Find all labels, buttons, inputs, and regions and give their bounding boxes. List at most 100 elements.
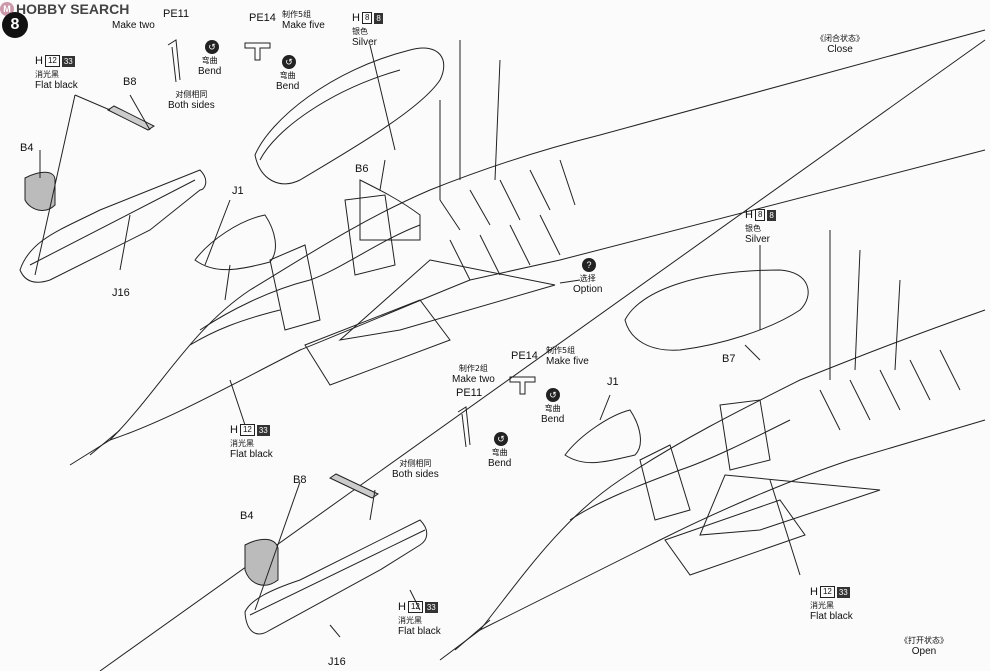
option-en: Option	[573, 284, 603, 295]
paint-name-zh: 消光黑	[810, 601, 834, 610]
left-bend-2-zh: 弯曲	[279, 71, 296, 80]
center-bend-icon-1: ↺	[494, 432, 508, 446]
center-make-two-label: 制作2组 Make two	[452, 364, 495, 385]
paint-code: 8	[754, 209, 766, 221]
left-j16-label: J16	[112, 287, 130, 299]
center-b4-label: B4	[240, 510, 254, 522]
center-bend-label-2: 弯曲 Bend	[541, 404, 564, 425]
center-make-two-en: Make two	[452, 374, 495, 385]
left-b8-label: B8	[123, 76, 137, 88]
center-bend-icon-2: ↺	[546, 388, 560, 402]
close-state-label: 《闭合状态》 Close	[816, 34, 864, 55]
center-paint-h12: H 12 33	[398, 601, 438, 613]
center-make-five-en: Make five	[546, 356, 589, 367]
center-both-sides-label: 对侧相同 Both sides	[392, 459, 439, 480]
watermark-text: HOBBY SEARCH	[16, 1, 130, 17]
left-paint-h8-name: 银色 Silver	[352, 26, 377, 48]
left-paint-h12-top-name: 消光黑 Flat black	[35, 69, 78, 91]
paint-h: H	[810, 586, 818, 598]
paint-name-zh: 银色	[352, 27, 368, 36]
center-bend-2-en: Bend	[541, 414, 565, 425]
right-fuselage-drawing	[439, 230, 986, 661]
left-paint-h12-mid-name: 消光黑 Flat black	[230, 438, 273, 460]
center-paint-h12-name: 消光黑 Flat black	[398, 615, 441, 637]
left-bend-2-en: Bend	[276, 81, 300, 92]
paint-code: 12	[819, 586, 835, 598]
center-pe11-label: PE11	[456, 387, 483, 399]
left-make-five-en: Make five	[282, 20, 325, 31]
option-zh: 选择	[579, 274, 596, 283]
center-both-sides-en: Both sides	[392, 469, 439, 480]
left-windshield	[194, 214, 276, 271]
left-bend-label-1: 弯曲 Bend	[198, 56, 221, 77]
section-divider-line	[99, 39, 986, 671]
left-part-b8	[107, 105, 155, 131]
paint-h: H	[745, 209, 753, 221]
center-bend-2-zh: 弯曲	[544, 404, 561, 413]
right-paint-h8-name: 银色 Silver	[745, 223, 770, 245]
paint-name-en: Flat black	[35, 80, 78, 91]
right-canopy	[624, 269, 809, 351]
left-make-two-label: Make two	[112, 20, 155, 31]
option-label: 选择 Option	[573, 274, 602, 295]
paint-h: H	[35, 55, 43, 67]
paint-code: 12	[44, 55, 60, 67]
paint-name-en: Silver	[745, 234, 771, 245]
paint-h: H	[230, 424, 238, 436]
watermark: M HOBBY SEARCH	[0, 0, 129, 18]
paint-name-en: Silver	[352, 37, 378, 48]
right-windshield	[564, 409, 641, 464]
center-make-two-zh: 制作2组	[458, 364, 488, 373]
left-paint-h8: H 8 8	[352, 12, 383, 24]
paint-name-en: Flat black	[230, 449, 273, 460]
left-pe11-label: PE11	[163, 8, 190, 20]
paint-code-alt: 33	[61, 55, 75, 67]
paint-code: 12	[239, 424, 255, 436]
paint-h: H	[398, 601, 406, 613]
left-fuselage-drawing	[69, 29, 986, 466]
center-pe14-label: PE14	[511, 350, 538, 362]
center-make-five-label: 制作5组 Make five	[546, 346, 589, 367]
center-bend-1-zh: 弯曲	[491, 448, 508, 457]
paint-code-alt: 8	[374, 12, 383, 24]
left-make-five-zh: 制作5组	[282, 10, 312, 19]
right-paint-h12-name: 消光黑 Flat black	[810, 600, 853, 622]
left-bend-1-zh: 弯曲	[201, 56, 218, 65]
center-panel-drawing	[244, 376, 536, 638]
left-part-b4	[24, 171, 56, 211]
right-b7-label: B7	[722, 353, 736, 365]
paint-name-en: Flat black	[398, 626, 441, 637]
center-bend-label-1: 弯曲 Bend	[488, 448, 511, 469]
center-make-five-zh: 制作5组	[546, 346, 576, 355]
left-make-five-label: 制作5组 Make five	[282, 10, 325, 31]
left-bend-label-2: 弯曲 Bend	[276, 71, 299, 92]
paint-code: 12	[407, 601, 423, 613]
step-number-badge: 8	[2, 12, 28, 38]
center-b8-label: B8	[293, 474, 307, 486]
close-state-en: Close	[827, 44, 853, 55]
paint-name-zh: 消光黑	[35, 70, 59, 79]
left-side-panel	[19, 169, 207, 283]
paint-name-zh: 消光黑	[398, 616, 422, 625]
left-part-pe14	[244, 42, 271, 61]
left-paint-h12-mid: H 12 33	[230, 424, 270, 436]
option-question-icon: ?	[582, 258, 596, 272]
right-j1-label: J1	[607, 376, 619, 388]
paint-name-en: Flat black	[810, 611, 853, 622]
left-make-two-en: Make two	[112, 20, 155, 31]
right-paint-h12: H 12 33	[810, 586, 850, 598]
left-canopy	[254, 47, 445, 185]
open-state-zh: 《打开状态》	[900, 636, 948, 645]
center-bend-1-en: Bend	[488, 458, 512, 469]
left-b4-label: B4	[20, 142, 34, 154]
left-both-sides-en: Both sides	[168, 100, 215, 111]
paint-name-zh: 银色	[745, 224, 761, 233]
left-part-pe11	[167, 39, 181, 83]
paint-code-alt: 33	[424, 601, 438, 613]
paint-name-zh: 消光黑	[230, 439, 254, 448]
left-bend-1-en: Bend	[198, 66, 222, 77]
left-both-sides-label: 对侧相同 Both sides	[168, 90, 215, 111]
left-b6-label: B6	[355, 163, 369, 175]
left-both-sides-zh: 对侧相同	[175, 90, 208, 99]
